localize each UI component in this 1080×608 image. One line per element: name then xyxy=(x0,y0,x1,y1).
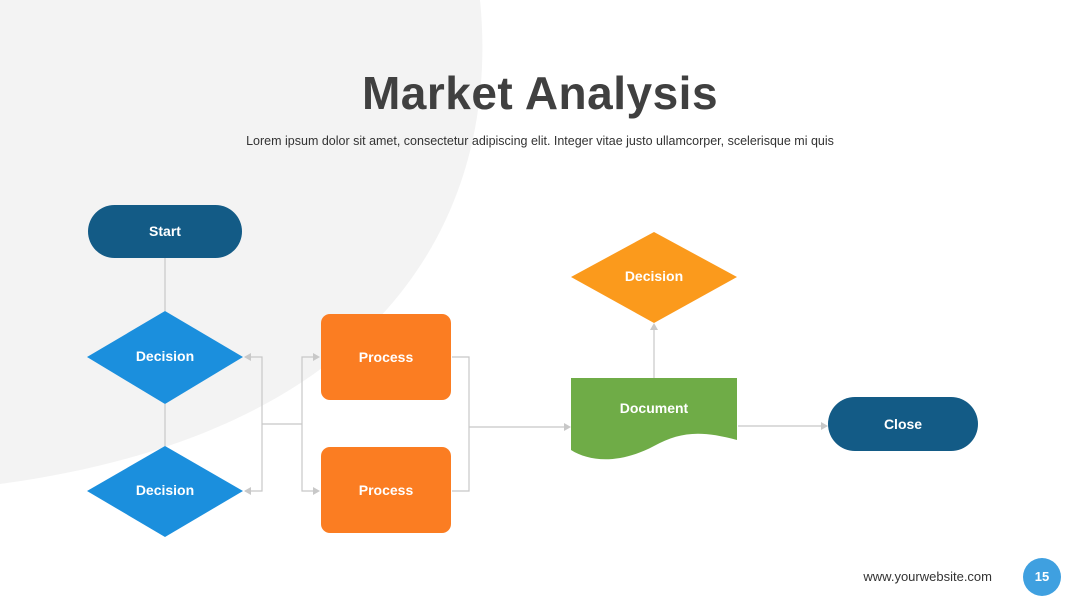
arrowhead xyxy=(313,487,320,495)
page-number-badge: 15 xyxy=(1023,558,1061,596)
decision-right-label: Decision xyxy=(625,268,683,284)
process-bottom-box[interactable] xyxy=(321,447,451,533)
connector-bracket-process xyxy=(301,356,318,492)
decision-top-label: Decision xyxy=(136,348,194,364)
start-terminator[interactable] xyxy=(88,205,242,258)
process-top-box[interactable] xyxy=(321,314,451,400)
footer-website[interactable]: www.yourwebsite.com xyxy=(863,569,992,584)
process-bottom-label: Process xyxy=(359,482,414,498)
arrowhead xyxy=(821,422,828,430)
connectors xyxy=(164,258,825,492)
connector-bracket-right xyxy=(452,356,470,492)
arrowhead xyxy=(244,487,251,495)
arrowhead xyxy=(244,353,251,361)
arrowhead xyxy=(313,353,320,361)
process-top-label: Process xyxy=(359,349,414,365)
slide-title: Market Analysis xyxy=(361,67,719,119)
start-label: Start xyxy=(149,223,181,239)
decision-top-diamond[interactable] xyxy=(87,311,243,404)
close-terminator[interactable] xyxy=(828,397,978,451)
arrowheads xyxy=(244,323,828,495)
decision-bottom-diamond[interactable] xyxy=(87,446,243,537)
slide-subtitle: Lorem ipsum dolor sit amet, consectetur … xyxy=(246,134,834,148)
document-label: Document xyxy=(620,400,689,416)
decision-bottom-label: Decision xyxy=(136,482,194,498)
close-label: Close xyxy=(884,416,922,432)
document-shape[interactable] xyxy=(571,378,737,460)
arrowhead xyxy=(650,323,658,330)
arrowhead xyxy=(564,423,571,431)
decision-right-diamond[interactable] xyxy=(571,232,737,323)
